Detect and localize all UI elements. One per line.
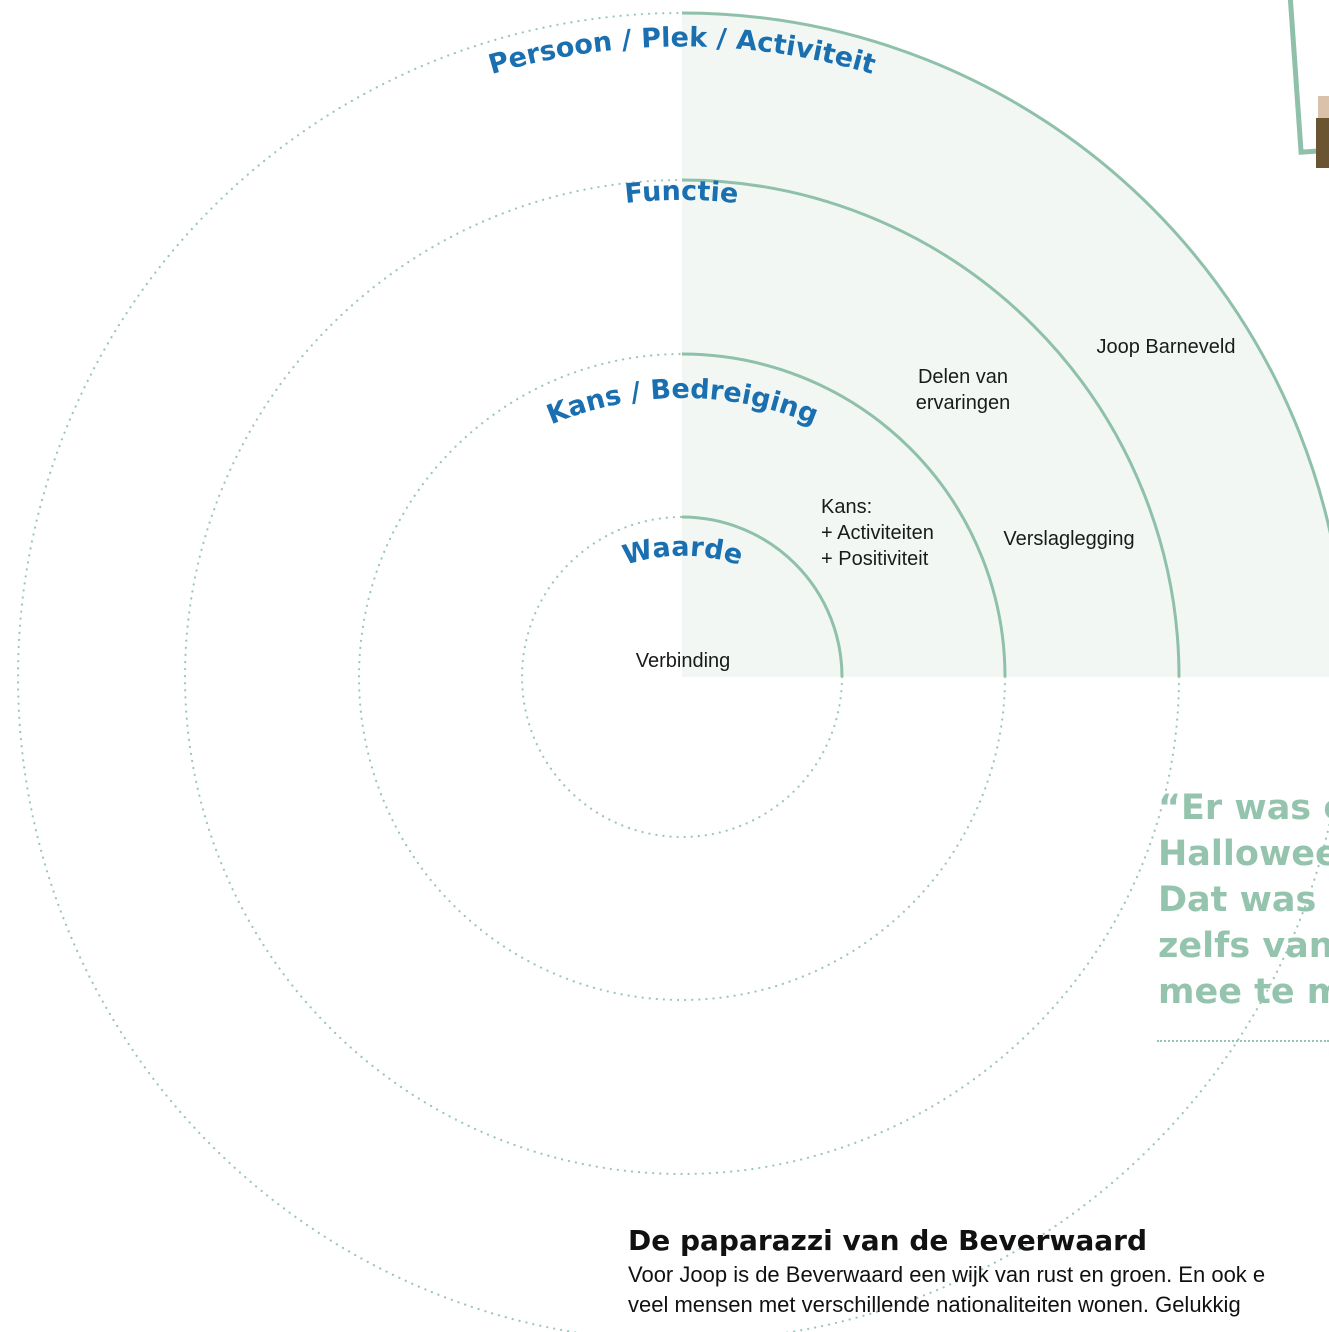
pull-quote: “Er was ee Halloween Dat was ge zelfs va… bbox=[1158, 785, 1329, 1015]
article-text-line: Voor Joop is de Beverwaard een wijk van … bbox=[628, 1262, 1266, 1287]
ring-arc-1 bbox=[681, 515, 844, 678]
waarde-item: Verbinding bbox=[636, 650, 731, 672]
article-text-line: veel mensen met verschillende nationalit… bbox=[628, 1292, 1241, 1317]
photo-detail-dark bbox=[1316, 118, 1329, 168]
ring-arc-3 bbox=[681, 178, 1181, 678]
quote-line: Halloween bbox=[1158, 834, 1329, 874]
quadrant-shade bbox=[682, 13, 1329, 677]
kans-heading: Kans: bbox=[821, 496, 872, 518]
kans-item-positiviteit: + Positiviteit bbox=[821, 548, 929, 570]
kans-item-activiteiten: + Activiteiten bbox=[821, 522, 934, 544]
quote-divider bbox=[1157, 1040, 1329, 1042]
functie-item-delen-2: ervaringen bbox=[916, 392, 1011, 414]
quote-line: mee te ma bbox=[1158, 972, 1329, 1012]
quote-line: “Er was ee bbox=[1158, 788, 1329, 828]
functie-item-delen-1: Delen van bbox=[918, 366, 1008, 388]
persoon-item-joop: Joop Barneveld bbox=[1097, 336, 1236, 358]
ring-title-3: Functie bbox=[623, 176, 739, 210]
quote-line: zelfs van b bbox=[1158, 926, 1329, 966]
ring-arc-2 bbox=[681, 352, 1007, 678]
article-title: De paparazzi van de Beverwaard bbox=[628, 1224, 1147, 1257]
photo-detail bbox=[1318, 96, 1329, 118]
article: De paparazzi van de Beverwaard Voor Joop… bbox=[628, 1222, 1329, 1320]
quote-line: Dat was ge bbox=[1158, 880, 1329, 920]
ring-arc-4 bbox=[681, 11, 1329, 535]
functie-item-verslaglegging: Verslaglegging bbox=[1003, 528, 1134, 550]
